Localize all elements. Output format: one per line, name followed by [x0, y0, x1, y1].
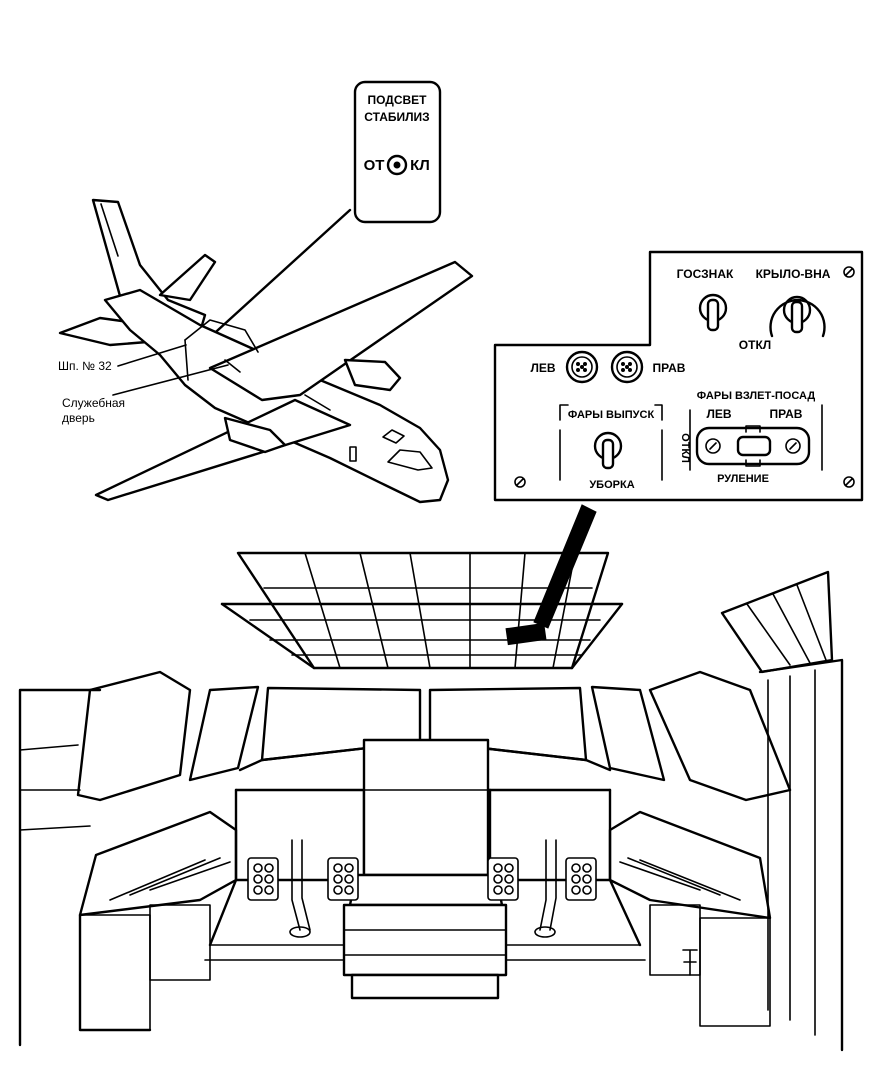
aircraft-illustration [58, 198, 474, 504]
otkl-vertical-label: ОТКЛ [679, 433, 691, 463]
gosznak-toggle[interactable] [698, 293, 728, 332]
stab-label-on: КЛ [410, 157, 430, 174]
fary-prav-label: ПРАВ [770, 407, 803, 421]
wing-light-toggle[interactable] [769, 295, 826, 338]
rudder-pedal-right-1 [487, 857, 519, 901]
rudder-pedal-right-2 [565, 857, 597, 901]
right-indicator-lamp [610, 350, 644, 384]
wing-label: КРЫЛО-ВНА [756, 267, 831, 281]
gosznak-label: ГОСЗНАК [677, 267, 734, 281]
uborka-label: УБОРКА [589, 479, 634, 491]
lamp-right-label: ПРАВ [653, 361, 686, 375]
rudder-pedal-left-2 [327, 857, 359, 901]
lighting-control-panel: ГОСЗНАК КРЫЛО-ВНА ОТКЛ ЛЕВ [493, 250, 864, 502]
fary-lev-label: ЛЕВ [706, 407, 731, 421]
landing-light-extend-toggle[interactable] [593, 431, 623, 470]
fary-vypusk-label: ФАРЫ ВЫПУСК [568, 409, 655, 421]
rudder-pedal-left-1 [247, 857, 279, 901]
lamp-left-label: ЛЕВ [530, 361, 555, 375]
takeoff-landing-lights-switch[interactable] [695, 425, 811, 467]
stab-toggle-knob[interactable] [386, 154, 408, 176]
stab-label-off: ОТ [364, 157, 385, 174]
frame-32-label: Шп. № 32 [58, 359, 112, 373]
fary-vzlet-label: ФАРЫ ВЗЛЕТ-ПОСАД [697, 390, 816, 402]
stab-title-2: СТАБИЛИЗ [364, 110, 429, 124]
left-indicator-lamp [565, 350, 599, 384]
service-door-label-2: дверь [62, 411, 95, 425]
rulenie-label: РУЛЕНИЕ [717, 473, 769, 485]
stab-title-1: ПОДСВЕТ [367, 93, 427, 107]
cockpit-interior [18, 551, 844, 1052]
service-door-label-1: Служебная [62, 396, 125, 410]
otkl-label: ОТКЛ [739, 338, 771, 352]
stabilizer-light-panel: ПОДСВЕТ СТАБИЛИЗ ОТ КЛ [353, 80, 442, 224]
